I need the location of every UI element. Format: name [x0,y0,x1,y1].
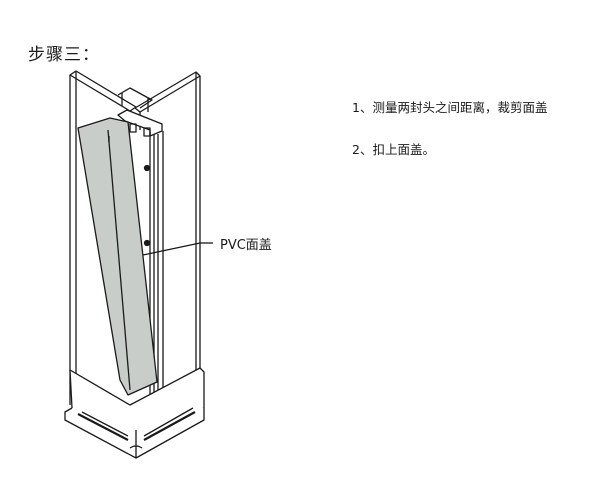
callout-label: PVC面盖 [220,238,272,253]
callout-leader [142,242,213,256]
baseboard-corner [64,367,205,459]
inner-box [117,87,153,112]
instruction-item: 2、扣上面盖。 [352,142,435,157]
pvc-cover [77,117,158,396]
instruction-item: 1、测量两封头之间距离，裁剪面盖 [352,100,548,115]
instructions-list: 1、测量两封头之间距离，裁剪面盖 2、扣上面盖。 [352,100,547,184]
step-title: 步骤三： [28,45,100,65]
